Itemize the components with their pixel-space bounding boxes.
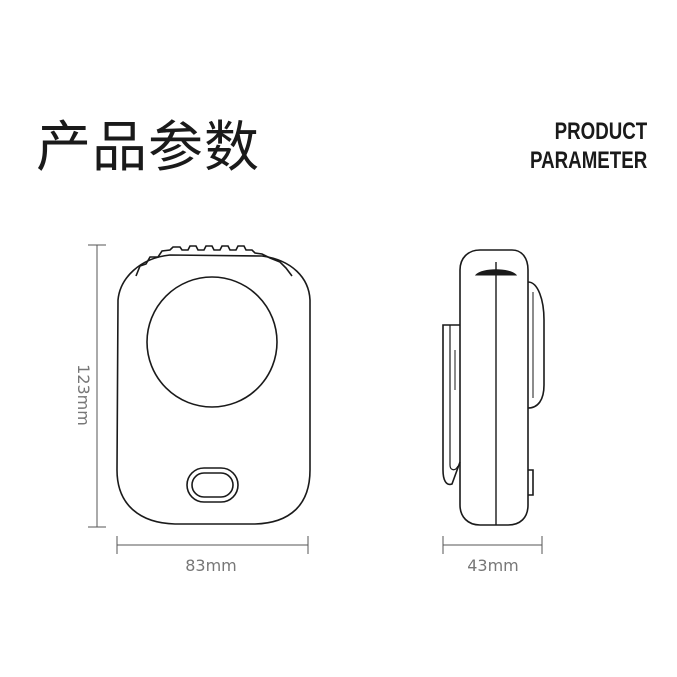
width-label: 83mm — [185, 556, 237, 575]
side-front-cap — [527, 281, 545, 409]
side-bottom-bump — [528, 469, 534, 496]
power-button — [186, 467, 239, 503]
side-view — [442, 249, 545, 526]
front-top-vents — [135, 245, 293, 277]
front-body-outline — [116, 254, 311, 525]
depth-label: 43mm — [467, 556, 519, 575]
side-back-clip — [442, 324, 461, 486]
page-subtitle: PRODUCT PARAMETER — [497, 117, 647, 175]
front-view — [116, 245, 311, 525]
page-title: 产品参数 — [36, 115, 261, 179]
height-label: 123mm — [74, 364, 93, 426]
width-dimension — [116, 536, 309, 554]
depth-dimension — [442, 536, 543, 554]
subtitle-line-parameter: PARAMETER — [529, 147, 647, 174]
power-button-inner — [191, 472, 234, 498]
side-body-outline — [459, 249, 529, 526]
subtitle-line-product: PRODUCT — [554, 118, 647, 145]
fan-grille-circle — [146, 276, 278, 408]
height-dimension — [88, 244, 106, 528]
side-top-slot — [474, 269, 518, 276]
